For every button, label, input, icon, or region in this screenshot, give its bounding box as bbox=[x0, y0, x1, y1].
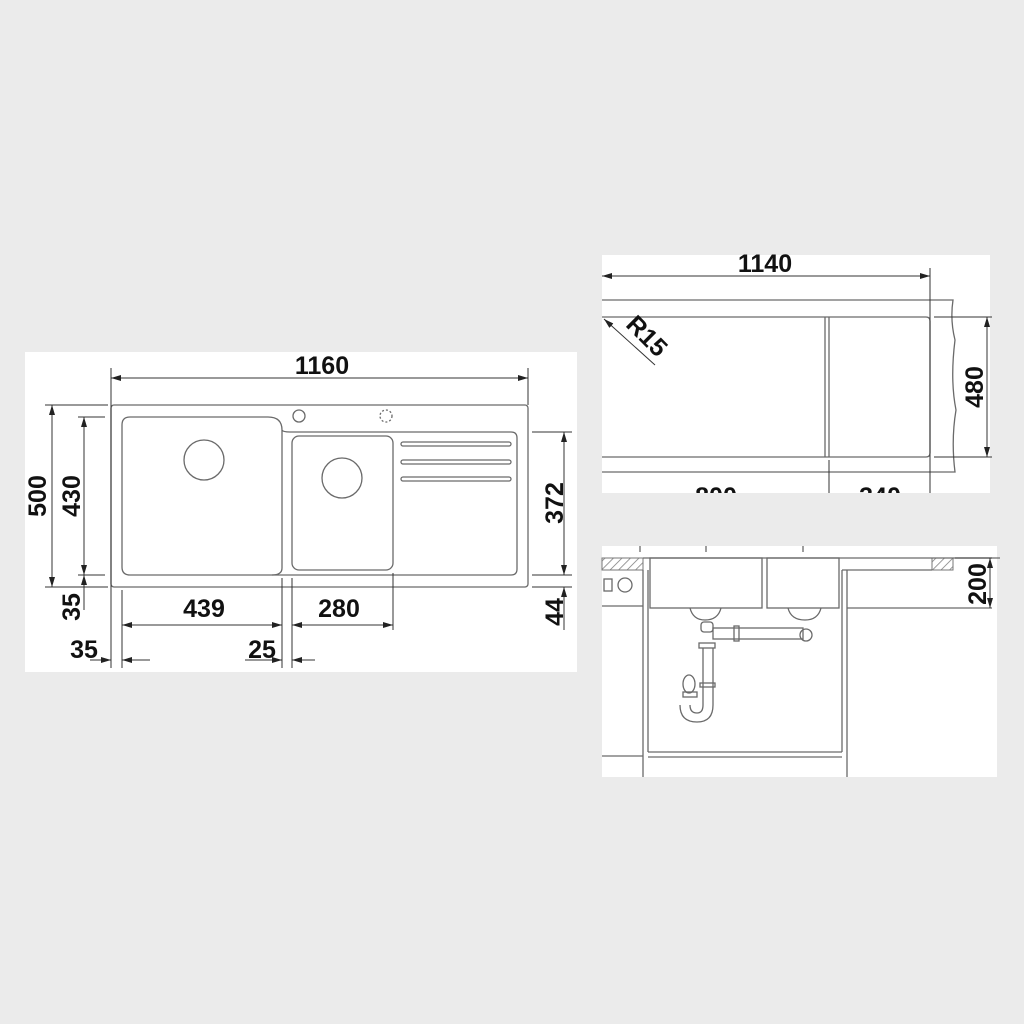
section-view-panel: 200 bbox=[601, 546, 1000, 777]
worktop-hatch-left bbox=[601, 557, 644, 571]
top-view-panel: 1160 500 430 35 372 44 439 280 35 25 bbox=[24, 352, 577, 672]
dim-cabinet-left: 800 bbox=[695, 483, 737, 511]
right-drain-icon bbox=[321, 457, 363, 499]
dim-overall-depth: 500 bbox=[24, 475, 52, 517]
dim-rear-margin: 44 bbox=[541, 598, 569, 626]
dim-left-margin: 35 bbox=[70, 636, 98, 664]
cutout-view-panel: 1140 480 R15 800 340 bbox=[602, 250, 992, 511]
left-bowl-section bbox=[649, 557, 763, 609]
dim-bowl-gap: 25 bbox=[248, 636, 276, 664]
right-bowl bbox=[291, 435, 394, 571]
right-bowl-section bbox=[766, 557, 840, 609]
tap-hole-icon bbox=[292, 409, 306, 423]
dim-bowl-depth: 430 bbox=[58, 475, 86, 517]
socket-round-icon bbox=[617, 577, 633, 593]
dim-left-bowl-width: 439 bbox=[183, 595, 225, 623]
drainer-grooves bbox=[400, 441, 512, 482]
left-bowl-divider bbox=[271, 430, 283, 576]
left-drain-icon bbox=[183, 439, 225, 481]
worktop-hatch-right bbox=[931, 557, 954, 571]
dim-cutout-width: 1140 bbox=[738, 250, 792, 278]
dim-cutout-depth: 480 bbox=[961, 366, 989, 408]
dim-cabinet-right: 340 bbox=[859, 483, 901, 511]
dim-overall-width: 1160 bbox=[295, 352, 349, 380]
sink-inner-outline bbox=[121, 416, 518, 576]
dim-drainer-depth: 372 bbox=[541, 482, 569, 524]
dim-right-bowl-width: 280 bbox=[318, 595, 360, 623]
waste-trap-plumbing bbox=[679, 607, 822, 723]
dim-front-margin: 35 bbox=[58, 593, 86, 621]
optional-tap-hole-icon bbox=[379, 409, 393, 423]
dim-installation-height: 200 bbox=[964, 563, 992, 605]
socket-icon bbox=[603, 578, 613, 592]
